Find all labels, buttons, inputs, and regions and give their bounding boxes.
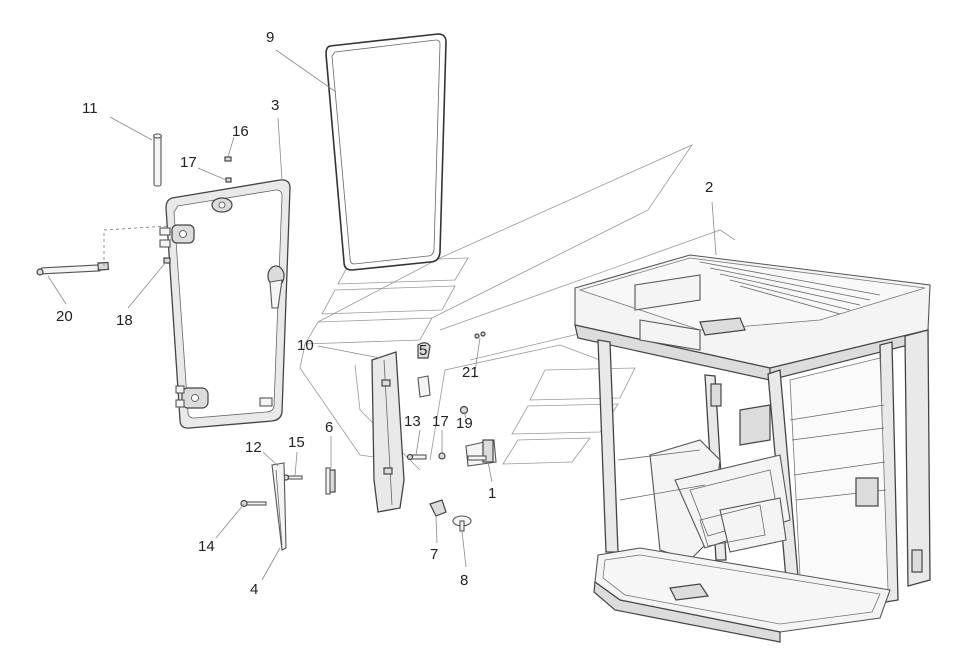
callout-10: 10	[297, 337, 314, 354]
callout-20: 20	[56, 308, 73, 325]
callout-4: 4	[250, 581, 258, 598]
leader-lines	[47, 49, 717, 581]
callout-9: 9	[266, 29, 274, 46]
callout-7: 7	[430, 546, 438, 563]
callout-8: 8	[460, 572, 468, 589]
callout-14: 14	[198, 538, 215, 555]
door-frame-3	[159, 179, 291, 429]
door-pillar-10	[371, 351, 405, 513]
pin-11	[152, 133, 163, 187]
plate-6	[325, 467, 336, 495]
callout-19: 19	[456, 415, 473, 432]
callout-16: 16	[232, 123, 249, 140]
hinge-hardware	[406, 331, 497, 467]
callout-11: 11	[82, 100, 98, 117]
callout-2: 2	[705, 179, 713, 196]
callout-15: 15	[288, 434, 305, 451]
callout-1: 1	[488, 485, 496, 502]
callout-17-lower: 17	[432, 413, 449, 430]
callout-18: 18	[116, 312, 133, 329]
callout-6: 6	[325, 419, 333, 436]
callout-12: 12	[245, 439, 262, 456]
callout-17-top: 17	[180, 154, 197, 171]
bracket-5	[417, 342, 431, 398]
cab-frame-2	[574, 254, 931, 643]
nut-7	[429, 499, 447, 517]
callout-13: 13	[404, 413, 421, 430]
callout-3: 3	[271, 97, 279, 114]
knob-8	[452, 515, 472, 532]
fitting-16-17	[224, 156, 232, 183]
screw-15	[282, 474, 303, 481]
strut-fitting-18	[163, 257, 171, 264]
callout-5: 5	[419, 342, 427, 359]
callout-labels: 1 2 3 4 5 6 7 8 9 10 11 12 13 14 15 16 1…	[56, 29, 713, 598]
window-glass-9	[325, 33, 447, 271]
callout-21: 21	[462, 364, 479, 381]
gas-strut-20	[36, 261, 109, 276]
wiper-12-4	[271, 462, 287, 551]
bolt-14	[240, 499, 267, 508]
